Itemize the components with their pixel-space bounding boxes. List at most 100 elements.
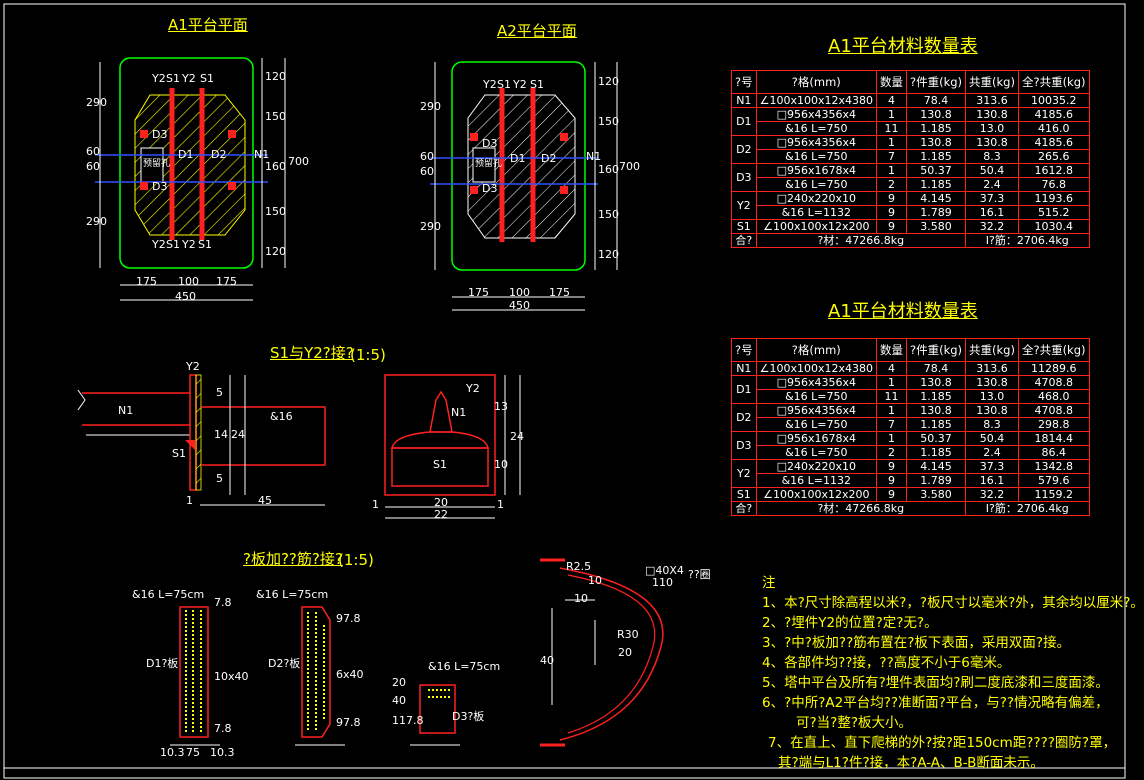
cell: 78.4: [905, 361, 967, 376]
a2-dim: 290: [420, 220, 441, 233]
a2-label: S1: [497, 78, 511, 91]
a1-dim: 290: [86, 96, 107, 109]
cell: &16 L=750: [755, 121, 877, 136]
cell: &16 L=750: [755, 149, 877, 164]
cell: 468.0: [1017, 389, 1090, 404]
plate-label: D1?板: [146, 657, 179, 670]
notes-block: 注 1、本?尺寸除高程以米?，?板尺寸以毫米?外，其余均以厘米?。 2、?埋件Y…: [762, 573, 1144, 773]
plate-rebar-label: &16 L=75cm: [428, 660, 501, 673]
detail-label: 1: [186, 494, 193, 507]
cell: 3.580: [905, 219, 967, 234]
detail-label: N1: [451, 406, 467, 419]
a1-dim: 150: [265, 205, 286, 218]
plate-label: D2?板: [268, 657, 301, 670]
cell: 130.8: [905, 135, 967, 150]
col-header: 全?共重(kg): [1017, 70, 1090, 94]
a2-label: D1: [510, 152, 526, 165]
a1-label: S1: [198, 238, 212, 251]
a1-dim: 175: [216, 275, 237, 288]
cell: 2: [875, 445, 907, 460]
title-detail-s1y2-scale: (1:5): [350, 346, 386, 364]
cell: 13.0: [965, 121, 1019, 136]
title-plan-a2: A2平台平面: [497, 22, 577, 40]
cell: 4: [875, 361, 907, 376]
cell: 130.8: [905, 403, 967, 418]
cell: 13.0: [965, 389, 1019, 404]
detail-label: 5: [216, 386, 223, 399]
cell: S1: [731, 487, 757, 502]
cell: 515.2: [1017, 205, 1090, 220]
cell: □956x1678x4: [755, 163, 877, 178]
cell: N1: [731, 93, 757, 108]
cell: 265.6: [1017, 149, 1090, 164]
col-header: ?件重(kg): [905, 70, 967, 94]
plate-dim: 10.3: [160, 746, 185, 759]
col-header: ?件重(kg): [905, 338, 967, 362]
cell: 416.0: [1017, 121, 1090, 136]
table-header: ?号 ?格(mm) 数量 ?件重(kg) 共重(kg) 全?共重(kg): [731, 338, 1090, 362]
cell: D1: [731, 375, 757, 404]
cell: 2.4: [965, 445, 1019, 460]
plate-dim: 20: [392, 676, 406, 689]
cell: 37.3: [965, 459, 1019, 474]
cell: 50.37: [905, 163, 967, 178]
cell: ?材：47266.8kg: [755, 233, 967, 248]
a2-label: 预留孔: [475, 159, 503, 169]
cell: 1: [875, 135, 907, 150]
cell: ∠100x100x12x200: [755, 219, 877, 234]
a1-label: Y2: [182, 238, 196, 251]
cell: 130.8: [905, 107, 967, 122]
detail-label: 45: [258, 494, 272, 507]
cell: ∠100x100x12x200: [755, 487, 877, 502]
cell: 130.8: [965, 403, 1019, 418]
detail-ring: [540, 558, 664, 747]
cell: ∠100x100x12x4380: [755, 93, 877, 108]
plate-label: D3?板: [452, 710, 485, 723]
a2-label: D3: [482, 182, 498, 195]
cell: &16 L=1132: [755, 473, 877, 488]
a1-label: Y2: [152, 72, 166, 85]
a1-dim: 150: [265, 110, 286, 123]
title-detail-s1y2: S1与Y2?接?: [270, 344, 354, 362]
sheet-border: [3, 3, 1126, 779]
cell: 9: [875, 473, 907, 488]
cell: 11: [875, 389, 907, 404]
plate-dim: 75: [186, 746, 200, 759]
title-plan-a1: A1平台平面: [168, 16, 248, 34]
col-header: ?格(mm): [755, 338, 877, 362]
cell: 7: [875, 149, 907, 164]
a1-dim: 100: [178, 275, 199, 288]
cell: 11: [875, 121, 907, 136]
a1-label: S1: [166, 72, 180, 85]
cell: 78.4: [905, 93, 967, 108]
ring-label: □40X4: [645, 564, 684, 577]
detail-label: S1: [433, 458, 447, 471]
plan-a1: [95, 57, 286, 301]
detail-label: Y2: [466, 382, 480, 395]
cell: 10035.2: [1017, 93, 1090, 108]
cell: 1.185: [905, 417, 967, 432]
cell: □956x4356x4: [755, 107, 877, 122]
cell: □240x220x10: [755, 459, 877, 474]
cell: 1: [875, 403, 907, 418]
ring-label: 40: [540, 654, 554, 667]
col-header: 共重(kg): [965, 70, 1019, 94]
cell: 8.3: [965, 417, 1019, 432]
detail-label: 14: [214, 428, 228, 441]
cell: 1.789: [905, 205, 967, 220]
a1-label: 预留孔: [143, 159, 171, 169]
col-header: ?号: [731, 70, 757, 94]
plate-rebar-label: &16 L=75cm: [132, 588, 205, 601]
a1-dim: 120: [265, 245, 286, 258]
plan-a2: [430, 61, 618, 311]
